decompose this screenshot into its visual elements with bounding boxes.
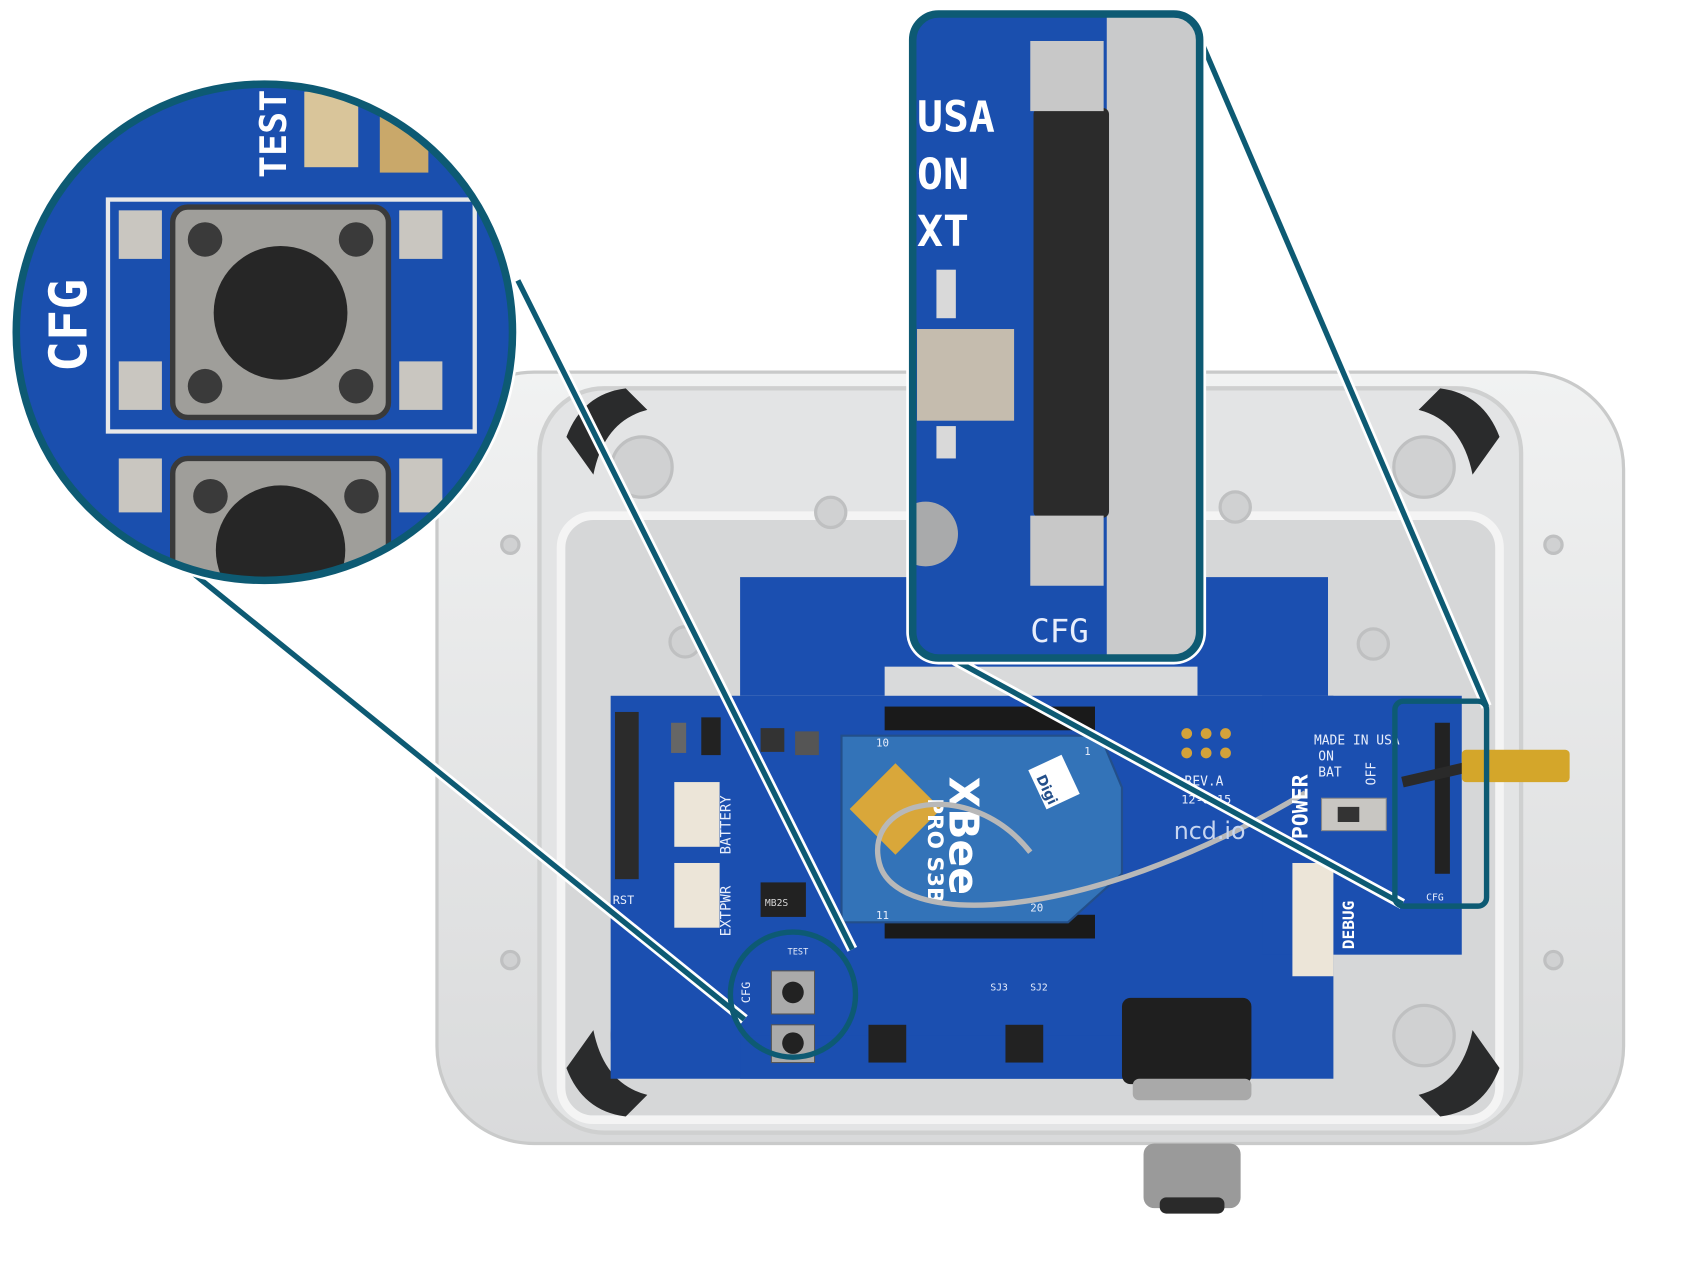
cfg-reed-label: CFG <box>1426 893 1444 904</box>
test-label: TEST <box>788 948 809 958</box>
zoom-cfg-reed-label: CFG <box>1030 612 1088 650</box>
zoom-target-circle <box>727 929 859 1060</box>
debug-connector <box>1292 862 1334 977</box>
zoom-ext-label: XT <box>917 207 969 257</box>
brand-logo: ncd.io <box>1174 817 1246 845</box>
m12-connector <box>1121 997 1252 1085</box>
ic-label: MB2S <box>765 898 788 909</box>
bridge-rectifier-chip <box>760 882 806 917</box>
bat-label: BAT <box>1318 766 1342 781</box>
pcb-board: RST BATTERY EXTPWR MB2S XBee PRO S3B Dig… <box>610 577 1570 1214</box>
debug-label: DEBUG <box>1339 901 1358 950</box>
pin11-label: 11 <box>876 909 889 922</box>
rst-label: RST <box>613 893 634 907</box>
made-in-label: MADE IN USA <box>1314 733 1400 748</box>
xbee-name: XBee <box>939 777 987 895</box>
power-label: POWER <box>1289 774 1314 839</box>
on-label: ON <box>1318 750 1334 765</box>
xbee-model: PRO S3B <box>922 798 947 903</box>
magnifier-cfg-button: TEST CFG <box>9 77 519 587</box>
zoom-test-label: TEST <box>252 90 295 178</box>
zoom-cfg-label: CFG <box>39 279 99 373</box>
extpwr-connector <box>674 862 720 928</box>
sma-connector <box>1461 749 1570 783</box>
cfg-label: CFG <box>739 982 753 1003</box>
off-label: OFF <box>1364 762 1379 786</box>
pin1-label: 1 <box>1084 745 1090 758</box>
reed-switch <box>1033 107 1110 518</box>
zoom-target-box <box>1392 698 1490 909</box>
zoom-usa-label: USA <box>917 93 995 143</box>
zoom-on-label: ON <box>917 150 969 200</box>
pin10-label: 10 <box>876 736 889 749</box>
xbee-module: XBee PRO S3B Digi 10 11 1 20 <box>840 734 1307 924</box>
magnifier-cfg-reed: USA ON XT CFG <box>906 7 1207 665</box>
pin20-label: 20 <box>1030 902 1043 915</box>
sj2-label: SJ2 <box>1030 982 1048 993</box>
programming-header <box>1181 728 1231 759</box>
battery-label: BATTERY <box>718 795 734 855</box>
sj3-label: SJ3 <box>990 982 1008 993</box>
battery-connector <box>674 782 720 847</box>
extpwr-label: EXTPWR <box>718 885 734 936</box>
